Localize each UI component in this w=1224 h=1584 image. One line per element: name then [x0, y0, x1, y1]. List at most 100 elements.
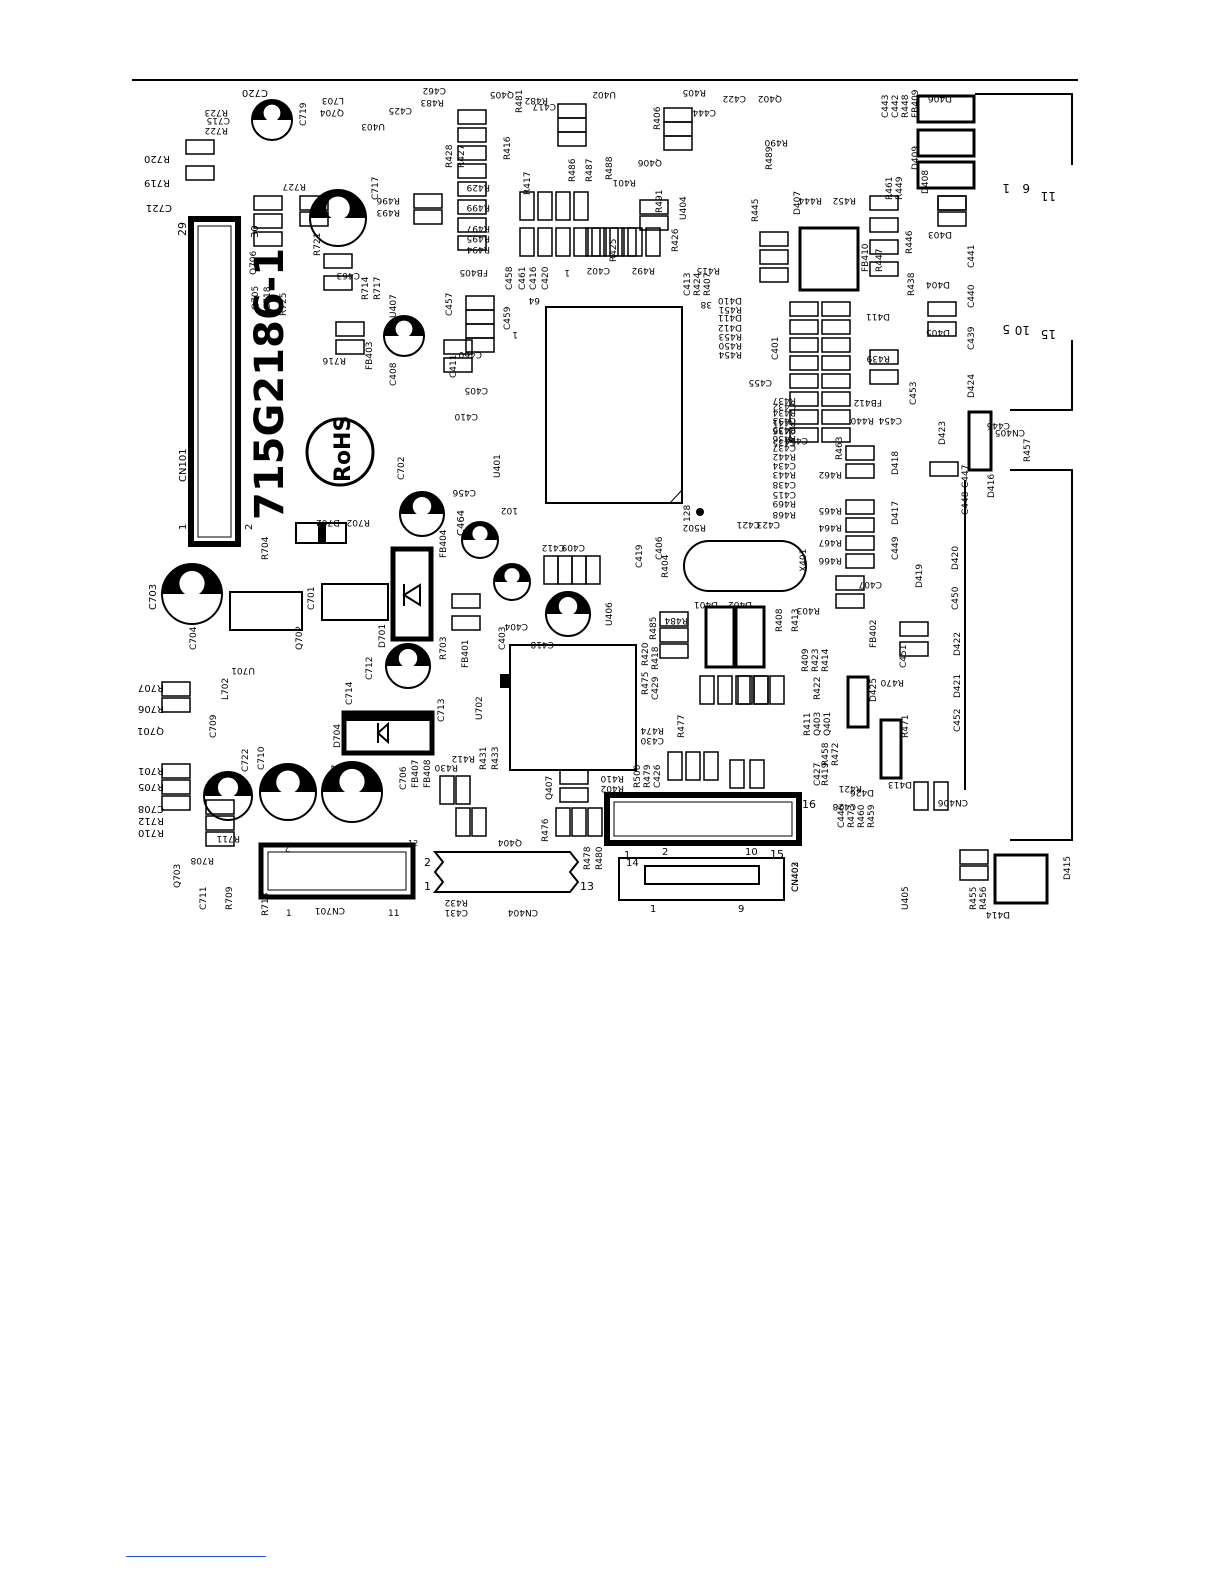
passive-pad-44	[789, 427, 819, 443]
designator-c429: C429	[651, 676, 661, 700]
designator-r703: R703	[439, 637, 449, 660]
designator-r721: R721	[313, 233, 323, 256]
designator-r485: R485	[649, 617, 659, 640]
pin-number-1: 1	[286, 909, 292, 919]
designator-r435: R435	[773, 424, 796, 434]
designator-c463: C463	[337, 270, 360, 280]
pin-number-2: 2	[285, 844, 290, 853]
diode-d702	[295, 522, 347, 544]
designator-r429: R429	[466, 182, 490, 192]
designator-c427: C427	[813, 763, 823, 786]
designator-fb404: FB404	[439, 529, 449, 558]
designator-u701: U701	[231, 665, 255, 675]
designator-r711: R711	[217, 833, 240, 843]
passive-pad-21	[537, 227, 553, 257]
designator-c440: C440	[967, 284, 977, 308]
designator-r722: R722	[205, 125, 228, 135]
ic-u702	[500, 644, 637, 771]
designator-d702: D702	[316, 517, 340, 527]
crystal-x401	[683, 508, 807, 592]
designator-u402: U402	[592, 89, 616, 99]
designator-cn101: CN101	[178, 448, 189, 482]
passive-pads	[161, 103, 989, 881]
pin-number-10: 10	[1015, 323, 1030, 337]
passive-pad-107	[959, 849, 989, 865]
designator-c717: C717	[371, 177, 381, 200]
passive-pad-73	[753, 675, 769, 705]
passive-pad-37	[789, 301, 819, 317]
designator-c436: C436	[772, 425, 796, 435]
designator-r723: R723	[205, 107, 228, 117]
designator-cn701: CN701	[315, 905, 345, 915]
designator-r727: R727	[283, 181, 306, 191]
designator-c715: C715	[207, 115, 230, 125]
pin-number-12: 12	[408, 839, 418, 848]
designator-d405: D405	[926, 327, 950, 337]
designator-c433: C433	[773, 415, 796, 425]
passive-pad-64	[845, 517, 875, 533]
designator-r403: R403	[797, 605, 820, 615]
designator-fb407: FB407	[411, 759, 421, 788]
designator-d425: D425	[869, 678, 879, 702]
passive-pad-131	[557, 131, 587, 147]
passive-pad-31	[663, 107, 693, 123]
designator-u405: U405	[901, 886, 911, 910]
designator-c713: C713	[437, 699, 447, 722]
designator-r705: R705	[138, 781, 164, 792]
passive-pad-117	[299, 195, 329, 211]
designator-r478: R478	[583, 846, 593, 870]
footer-link-rule	[126, 1556, 266, 1557]
passive-pad-48	[821, 355, 851, 371]
passive-pad-11	[457, 163, 487, 179]
designator-c444: C444	[692, 107, 716, 117]
designator-r401: R401	[613, 177, 636, 187]
passive-pad-22	[555, 227, 571, 257]
passive-pad-113	[899, 621, 929, 637]
passive-pad-41	[789, 373, 819, 389]
designator-r444: R444	[798, 195, 822, 205]
electrolytic-capacitors	[161, 99, 591, 823]
passive-pad-103	[729, 759, 745, 789]
designator-r423: R423	[811, 649, 821, 672]
designator-c703: C703	[148, 584, 159, 610]
designator-r713: R713	[261, 893, 271, 916]
designator-c403: C403	[498, 627, 508, 650]
passive-pad-35	[759, 249, 789, 265]
designator-q704: Q704	[319, 107, 344, 117]
passive-pad-108	[959, 865, 989, 881]
passive-pad-43	[789, 409, 819, 425]
designator-c406: C406	[655, 536, 665, 560]
designator-r441: R441	[773, 417, 796, 427]
connector-cn404	[432, 851, 580, 893]
designator-c417: C417	[533, 101, 556, 111]
designator-r499: R499	[466, 202, 490, 212]
designator-r458: R458	[821, 742, 831, 766]
designator-r712: R712	[138, 815, 164, 826]
designator-c435: C435	[773, 437, 796, 447]
pin-number-1: 1	[564, 267, 570, 277]
designator-q706: Q706	[249, 250, 259, 275]
designator-c408: C408	[389, 362, 399, 386]
passive-pad-92	[559, 787, 589, 803]
passive-pad-20	[519, 227, 535, 257]
passive-pad-118	[299, 211, 329, 227]
component-designators: C720C715R723R722L703Q704U403C425R720R719…	[137, 85, 1073, 919]
designator-c409: C409	[561, 542, 585, 552]
designator-r502: R502	[683, 522, 706, 532]
designator-r707: R707	[138, 682, 164, 693]
designator-r481: R481	[515, 90, 525, 113]
electrolytic-capacitor-5	[461, 521, 499, 559]
electrolytic-capacitor-2	[309, 189, 367, 247]
designator-r457: R457	[1023, 439, 1033, 462]
designator-r428: R428	[445, 144, 455, 168]
designator-r466: R466	[818, 555, 842, 565]
designator-r490: R490	[764, 137, 788, 147]
designator-r483: R483	[421, 97, 444, 107]
designator-cn405: CN405	[995, 427, 1025, 437]
designator-c453: C453	[909, 382, 919, 405]
designator-r412: R412	[452, 753, 475, 763]
passive-pad-56	[869, 261, 899, 277]
designator-r425: R425	[609, 239, 619, 262]
passive-pad-68	[659, 627, 689, 643]
